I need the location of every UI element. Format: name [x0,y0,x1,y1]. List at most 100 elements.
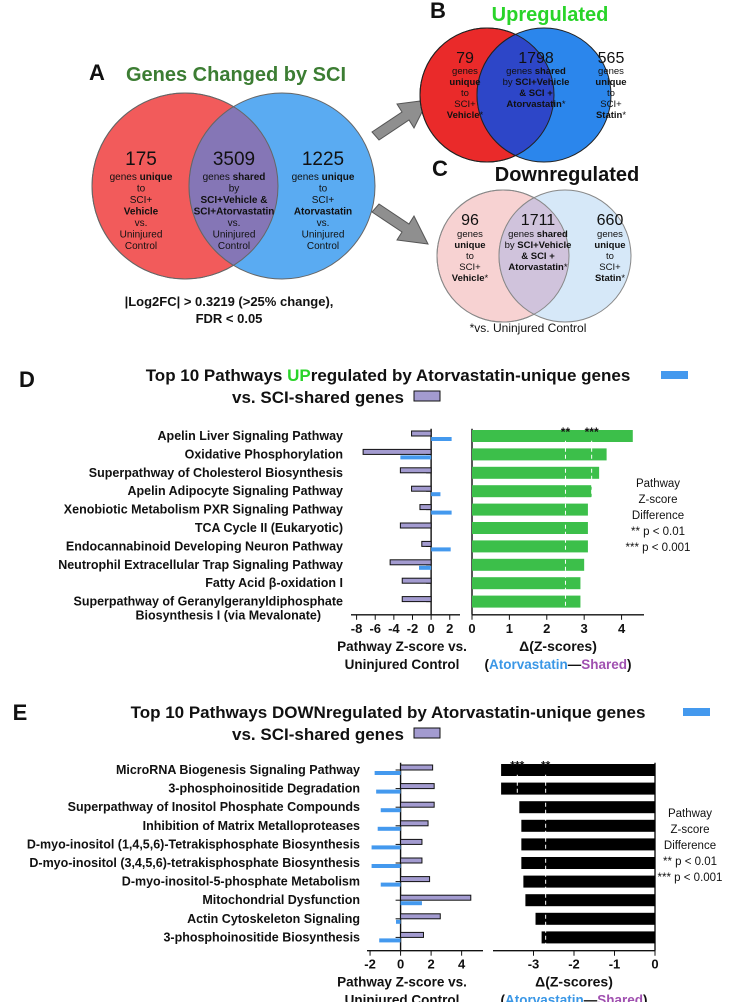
unique-bar [431,547,451,552]
shared-bar [400,783,435,790]
venn-center-line-part: Atorvastatin [508,262,564,273]
unique-bar [379,938,401,943]
venn-right-line-part: Statin [596,110,623,121]
x-label-part: — [568,657,582,672]
venn-left-line: genes [457,229,483,240]
venn-center-line-part: Atorvastatin [506,99,562,110]
venn-center-line-part: genes [508,229,537,240]
pathway-label: Superpathway of Cholesterol Biosynthesis [89,466,343,480]
venn-right-line-part: SCI+ [600,99,622,110]
venn-right-line-part: genes [292,172,322,183]
venn-right-line: unique [594,240,625,251]
venn-left-line-part: SCI+ [454,99,476,110]
significance-marker: ** [541,759,551,773]
right-chart-x-label-2: (Atorvastatin—Shared) [484,657,631,672]
x-label-part: Shared [597,993,643,1002]
shared-bar [399,467,432,474]
venn-right-line: genes [598,66,624,77]
venn-overlap [188,93,278,279]
title-highlight: UP [287,366,311,385]
venn-left-line-part: unique [140,172,173,183]
venn-left-line: unique [454,240,485,251]
shared-bar [401,577,432,584]
venn-center-line: SCI+Vehicle & [201,195,268,206]
venn-center-line-part: * [564,262,568,273]
venn-left-outline [436,189,570,323]
pathway-label: 3-phosphoinositide Biosynthesis [163,930,360,944]
right-chart-x-tick-label: 4 [618,621,626,636]
venn-left-count: 175 [125,149,157,170]
title-highlight: DOWN [272,703,326,722]
venn-right-line: to [606,251,614,262]
venn-center-line: Atorvastatin* [506,99,565,110]
left-chart-x-tick-label: -6 [369,621,381,636]
panel-letter-d: D [19,367,35,392]
venn-left-line-part: to [461,88,469,99]
significance-marker: ** [561,425,571,439]
unique-bar [396,919,401,924]
x-label-part: ( [484,657,489,672]
threshold-text-2: FDR < 0.05 [196,311,263,326]
venn-center-line: Control [218,241,250,252]
panel-d-title: Top 10 Pathways UPregulated by Atorvasta… [146,366,631,385]
left-chart-x-label-1: Pathway Z-score vs. [337,975,467,990]
shared-bar [400,838,423,845]
panel-e-title-line2: vs. SCI-shared genes [232,725,404,744]
venn-left-line-part: genes [457,229,483,240]
venn-right-line: Atorvastatin [294,207,352,218]
venn-right-line-part: Atorvastatin [294,207,352,218]
panel-d-title-line2: vs. SCI-shared genes [232,388,404,407]
venn-left-line-part: vs. [135,218,148,229]
pathway-label: Superpathway of Inositol Phosphate Compo… [68,800,360,814]
panel-c-footnote: *vs. Uninjured Control [470,321,587,335]
venn-left-line: Uninjured [120,230,163,241]
venn-center-line-part: genes [506,66,535,77]
pathway-label: Actin Cytoskeleton Signaling [187,912,360,926]
right-chart-x-tick-label: 2 [543,621,550,636]
shared-bar [400,801,435,808]
venn-right-line-part: vs. [317,218,330,229]
panel-e-title: Top 10 Pathways DOWNregulated by Atorvas… [131,703,646,722]
venn-center-line-part: shared [233,172,266,183]
venn-left-line: SCI+ [130,195,153,206]
venn-center-line-part: SCI+Atorvastatin [194,207,275,218]
venn-right-line: to [607,88,615,99]
right-chart-x-label: Δ(Z-scores) [535,974,613,990]
venn-right-line: vs. [317,218,330,229]
venn-center-count: 1798 [518,50,554,67]
title-pre: Top 10 Pathways [146,366,287,385]
venn-center-line-part: shared [537,229,568,240]
pathway-label: Oxidative Phosphorylation [185,447,343,461]
significance-legend-line: ** p < 0.01 [663,856,717,868]
venn-right-line-part: SCI+ [599,262,621,273]
venn-left-line: Vehicle* [447,110,484,121]
venn-center-line-part: by [503,77,516,88]
delta-bar [521,819,655,832]
venn-left-line: genes [452,66,478,77]
legend-shared-swatch [413,727,441,739]
x-label-part: Shared [581,657,627,672]
venn-right-count: 565 [598,50,625,67]
venn-right-count: 1225 [302,149,344,170]
left-chart-x-tick-label: 0 [397,957,404,972]
pathway-label: D-myo-inositol-5-phosphate Metabolism [122,875,360,889]
unique-bar [431,510,452,515]
venn-left-line: unique [449,77,480,88]
x-label-part: ( [500,993,505,1002]
pathway-label: Inhibition of Matrix Metalloproteases [143,819,360,833]
venn-left-line: Control [125,241,157,252]
venn-center-line-part: & SCI + [519,88,553,99]
unique-bar [371,845,401,850]
venn-left-line: SCI+ [454,99,476,110]
venn-left-line: genes unique [110,172,173,183]
shared-bar [399,522,432,529]
unique-bar [374,771,401,775]
venn-left-line-part: SCI+ [459,262,481,273]
pathway-label: Mitochondrial Dysfunction [202,893,360,907]
venn-right-line-part: SCI+ [312,195,335,206]
significance-legend-line: Pathway [636,478,680,490]
arrow-to-downregulated [371,203,429,245]
venn-right-line-part: genes [598,66,624,77]
